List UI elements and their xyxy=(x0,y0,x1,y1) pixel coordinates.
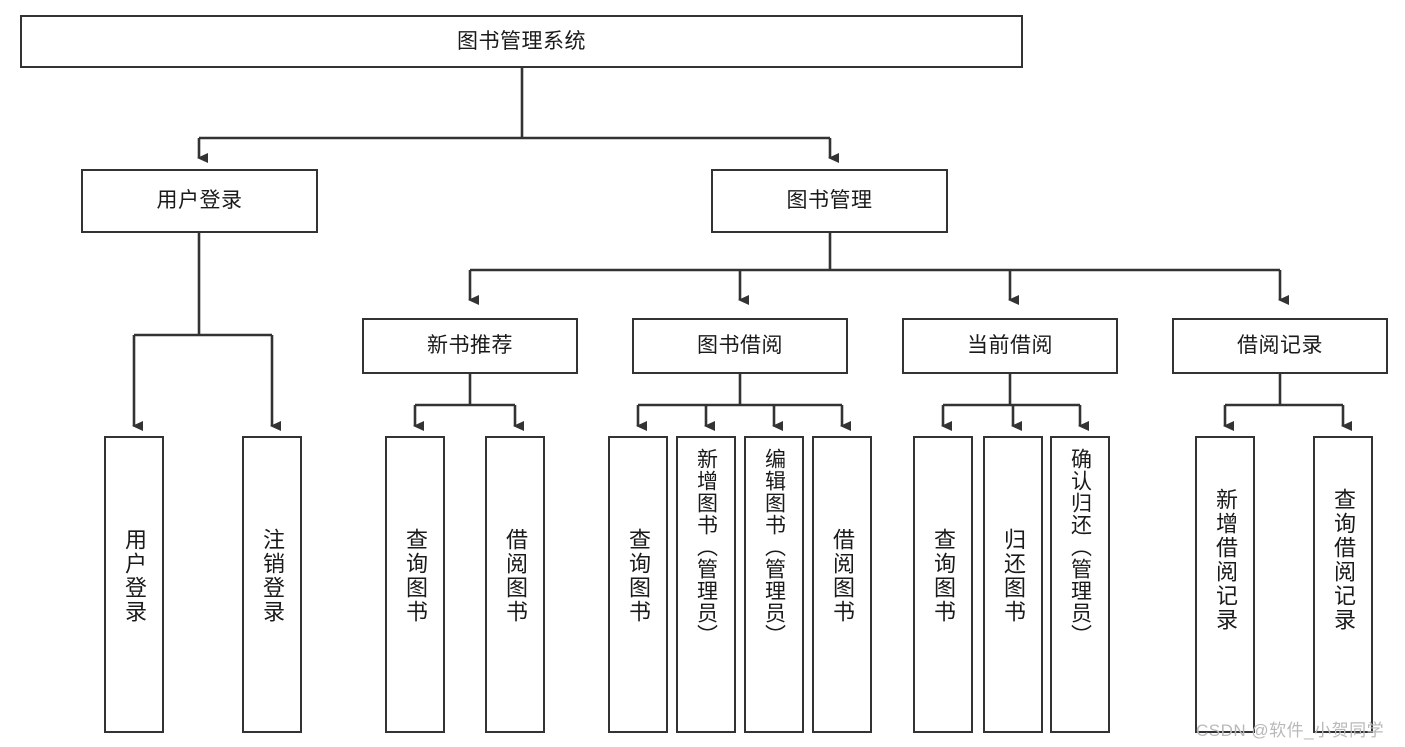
node-label: 用户登录 xyxy=(156,189,243,213)
node-label: 归还图书 xyxy=(1001,528,1026,624)
node-current-borrow[interactable]: 当前借阅 xyxy=(902,318,1118,374)
node-label: 新增借阅记录 xyxy=(1213,488,1238,632)
leaf-query-book-current[interactable]: 查询图书 xyxy=(913,436,973,733)
node-borrow-record[interactable]: 借阅记录 xyxy=(1172,318,1388,374)
node-label: 新增图书（管理员） xyxy=(694,448,718,646)
leaf-query-book-recommend[interactable]: 查询图书 xyxy=(385,436,445,733)
leaf-return-book[interactable]: 归还图书 xyxy=(983,436,1043,733)
node-label: 图书管理系统 xyxy=(457,29,586,53)
leaf-edit-book-admin[interactable]: 编辑图书（管理员） xyxy=(744,436,804,733)
leaf-logout[interactable]: 注销登录 xyxy=(242,436,302,733)
leaf-add-book-admin[interactable]: 新增图书（管理员） xyxy=(676,436,736,733)
leaf-confirm-return-admin[interactable]: 确认归还（管理员） xyxy=(1050,436,1110,733)
node-new-book-recommend[interactable]: 新书推荐 xyxy=(362,318,578,374)
leaf-query-borrow-record[interactable]: 查询借阅记录 xyxy=(1313,436,1373,733)
node-label: 借阅记录 xyxy=(1237,334,1323,358)
node-label: 当前借阅 xyxy=(967,334,1053,358)
node-label: 查询图书 xyxy=(931,528,956,624)
node-label: 图书借阅 xyxy=(697,334,783,358)
csdn-watermark: CSDN @软件_小贺同学 xyxy=(1196,721,1385,740)
node-root-book-management-system[interactable]: 图书管理系统 xyxy=(20,15,1023,68)
node-label: 确认归还（管理员） xyxy=(1068,448,1092,646)
leaf-query-book-borrow[interactable]: 查询图书 xyxy=(608,436,668,733)
leaf-add-borrow-record[interactable]: 新增借阅记录 xyxy=(1195,436,1255,733)
node-label: 用户登录 xyxy=(122,528,147,624)
node-label: 编辑图书（管理员） xyxy=(762,448,786,646)
node-user-login[interactable]: 用户登录 xyxy=(81,169,318,233)
node-label: 查询图书 xyxy=(626,528,651,624)
node-label: 注销登录 xyxy=(260,528,285,624)
node-label: 图书管理 xyxy=(786,189,873,213)
node-label: 查询借阅记录 xyxy=(1331,488,1356,632)
leaf-user-login[interactable]: 用户登录 xyxy=(104,436,164,733)
node-book-management[interactable]: 图书管理 xyxy=(711,169,948,233)
node-book-borrow[interactable]: 图书借阅 xyxy=(632,318,848,374)
node-label: 查询图书 xyxy=(403,528,428,624)
node-label: 新书推荐 xyxy=(427,334,513,358)
leaf-borrow-book-recommend[interactable]: 借阅图书 xyxy=(485,436,545,733)
leaf-borrow-book[interactable]: 借阅图书 xyxy=(812,436,872,733)
node-label: 借阅图书 xyxy=(503,528,528,624)
node-label: 借阅图书 xyxy=(830,528,855,624)
